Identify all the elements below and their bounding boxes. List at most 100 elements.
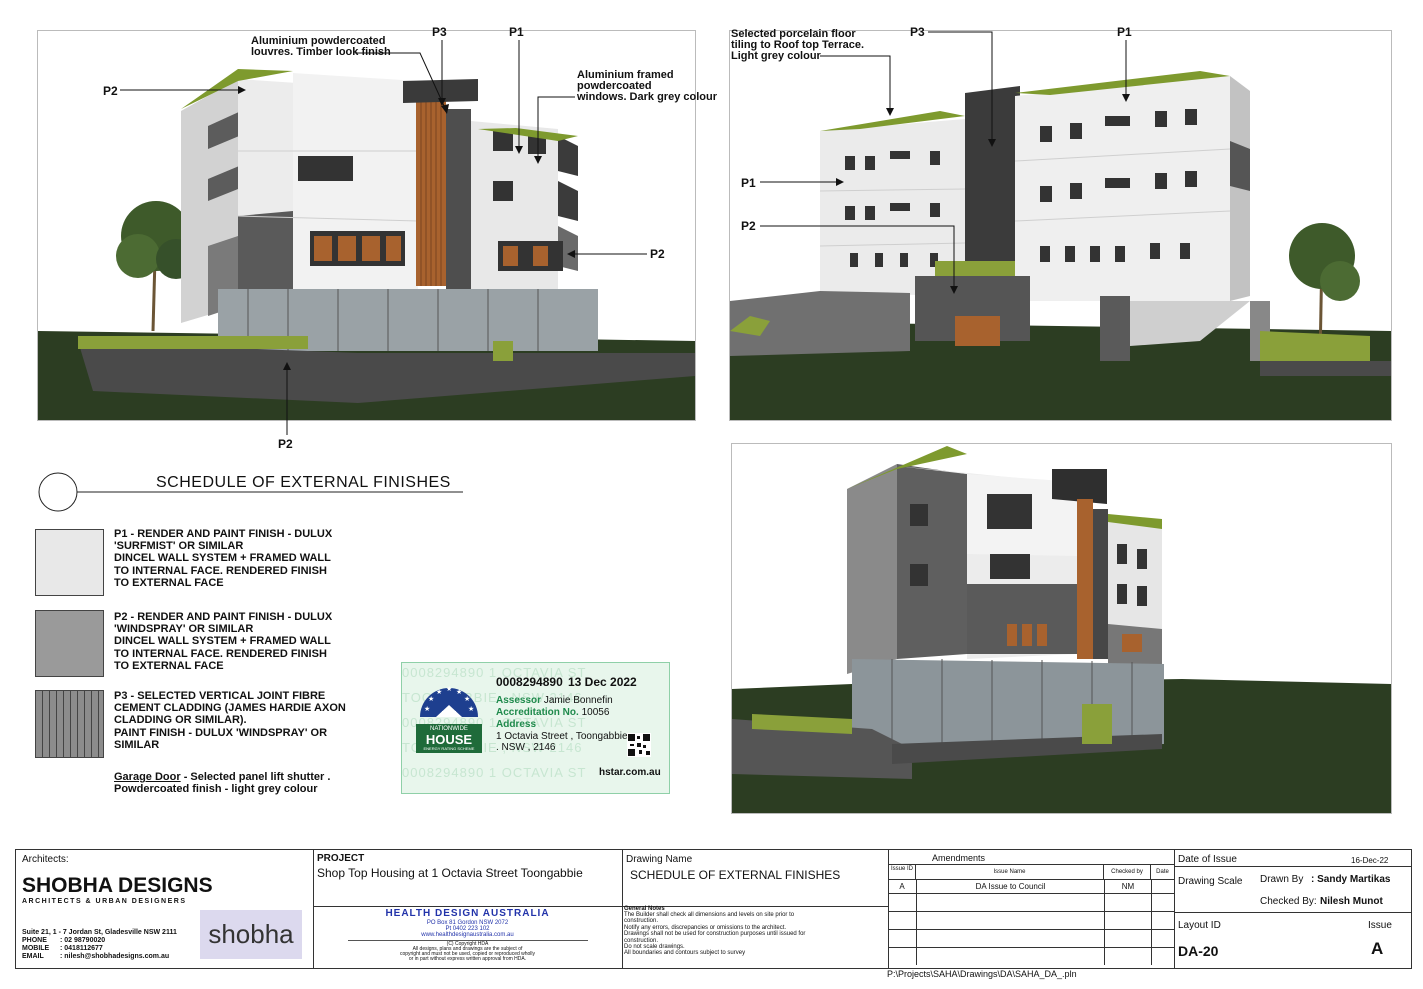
schedule-title: SCHEDULE OF EXTERNAL FINISHES: [156, 474, 451, 491]
leader-line: [355, 52, 449, 114]
finish-p1: P1 - RENDER AND PAINT FINISH - DULUX 'SU…: [114, 528, 333, 589]
callout-louvres-2: louvres. Timber look finish: [251, 46, 391, 58]
callout-p2-bottom: P2: [278, 437, 293, 451]
qr-code-icon: [627, 733, 651, 757]
leader-line: [120, 86, 246, 94]
assessor-name: Jamie Bonnefin: [543, 695, 613, 706]
checked-by: Nilesh Munot: [1320, 896, 1383, 907]
drawing-scale-label: Drawing Scale: [1178, 876, 1243, 887]
callout-p1-rear-top: P1: [1117, 25, 1132, 39]
svg-text:★: ★: [464, 695, 470, 703]
swatch-p3: [35, 690, 104, 758]
callout-p1-rear-left: P1: [741, 176, 756, 190]
perspective-view-corner: [731, 443, 1392, 814]
callout-p1-front: P1: [509, 25, 524, 39]
callout-p3-front: P3: [432, 25, 447, 39]
callout-p2-rear: P2: [741, 219, 756, 233]
building-render-front: [38, 31, 695, 420]
drawing-name: SCHEDULE OF EXTERNAL FINISHES: [630, 868, 841, 882]
leader-line: [820, 55, 894, 116]
address-label: Address: [496, 719, 537, 730]
consultant-name: HEALTH DESIGN AUSTRALIA: [385, 908, 550, 919]
leader-line: [515, 40, 523, 154]
firm-name: SHOBHA DESIGNS: [22, 874, 213, 897]
general-notes: The Builder shall check all dimensions a…: [624, 912, 806, 957]
callout-louvres-1: Aluminium powdercoated: [251, 35, 386, 47]
accreditation-number: 10056: [581, 707, 610, 718]
garage-door-label: Garage Door: [114, 771, 181, 783]
drawn-by-label: Drawn By: [1260, 874, 1304, 885]
finish-p2: P2 - RENDER AND PAINT FINISH - DULUX 'WI…: [114, 611, 333, 672]
leader-line: [760, 225, 958, 294]
leader-line: [438, 40, 446, 106]
leader-line: [928, 31, 996, 147]
address-line-1: 1 Octavia Street , Toongabbie: [496, 731, 628, 742]
callout-windows-3: windows. Dark grey colour: [577, 91, 717, 103]
svg-text:★: ★: [456, 688, 462, 696]
address-line-2: . NSW , 2146: [496, 742, 556, 753]
firm-tagline: ARCHITECTS & URBAN DESIGNERS: [22, 898, 187, 905]
title-block: Architects: SHOBHA DESIGNS ARCHITECTS & …: [15, 849, 1412, 969]
leader-line: [567, 250, 647, 258]
amend-header-id: Issue ID: [888, 865, 916, 879]
firm-email: EMAIL: nilesh@shobhadesigns.com.au: [22, 953, 170, 960]
amendments-label: Amendments: [932, 853, 986, 863]
amend-header-name: Issue Name: [916, 865, 1104, 879]
leader-line: [760, 178, 844, 186]
leader-line: [1122, 40, 1130, 102]
svg-text:★: ★: [428, 695, 434, 703]
callout-tiling-3: Light grey colour: [731, 50, 821, 62]
firm-address: Suite 21, 1 - 7 Jordan St, Gladesville N…: [22, 929, 177, 936]
accreditation-label: Accreditation No.: [496, 707, 579, 718]
general-notes-label: General Notes: [624, 906, 665, 912]
callout-windows-1: Aluminium framed: [577, 69, 674, 81]
drawn-by: : Sandy Martikas: [1311, 874, 1391, 885]
leader-line: [534, 96, 575, 164]
building-render-corner: [732, 444, 1391, 813]
nationwide-house-logo: ★★★ ★★★★ NATIONWIDE HOUSE ENERGY RATING …: [416, 677, 482, 753]
amendments-cell: Amendments Issue ID Issue Name Checked b…: [888, 850, 1175, 968]
certificate-date: 13 Dec 2022: [568, 675, 637, 689]
energy-certificate: 0008294890 1 OCTAVIA ST TOONGABBIE , NSW…: [401, 662, 670, 794]
drawing-name-label: Drawing Name: [626, 854, 693, 865]
amend-row: A DA Issue to Council NM: [888, 880, 1174, 894]
callout-windows-2: powdercoated: [577, 80, 652, 92]
drawing-name-cell: Drawing Name SCHEDULE OF EXTERNAL FINISH…: [622, 850, 889, 968]
date-of-issue-label: Date of Issue: [1178, 854, 1237, 865]
certificate-number: 0008294890: [496, 675, 563, 689]
leader-line: [283, 362, 291, 435]
callout-tiling-2: tiling to Roof top Terrace.: [731, 39, 865, 51]
layout-id: DA-20: [1178, 943, 1219, 959]
building-render-rear: [730, 31, 1391, 420]
firm-phone: PHONE: 02 98790020: [22, 937, 106, 944]
callout-p3-rear: P3: [910, 25, 925, 39]
stars-arc-icon: ★★★ ★★★★: [420, 685, 478, 717]
swatch-p2: [35, 610, 104, 677]
project-cell: PROJECT Shop Top Housing at 1 Octavia St…: [313, 850, 623, 968]
finish-p3: P3 - SELECTED VERTICAL JOINT FIBRE CEMEN…: [114, 690, 346, 751]
amend-header-checked: Checked by: [1104, 865, 1151, 879]
svg-text:★: ★: [468, 705, 474, 713]
amendments-table: Issue ID Issue Name Checked by Date A DA…: [888, 864, 1174, 965]
project-label: PROJECT: [317, 853, 365, 864]
callout-p2-right: P2: [650, 247, 665, 261]
svg-text:★: ★: [446, 685, 452, 693]
assessor-label: Assessor: [496, 695, 542, 706]
garage-door-note: Garage Door - Selected panel lift shutte…: [114, 771, 331, 796]
issue-label: Issue: [1368, 920, 1392, 931]
svg-text:★: ★: [424, 705, 430, 713]
issue-info-cell: Date of Issue 16-Dec-22 Drawing Scale Dr…: [1174, 850, 1411, 968]
date-of-issue: 16-Dec-22: [1351, 856, 1389, 865]
file-path: P:\Projects\SAHA\Drawings\DA\SAHA_DA_.pl…: [887, 969, 1077, 979]
layout-id-label: Layout ID: [1178, 920, 1221, 931]
architects-cell: Architects: SHOBHA DESIGNS ARCHITECTS & …: [16, 850, 314, 968]
project-name: Shop Top Housing at 1 Octavia Street Too…: [317, 866, 583, 880]
perspective-view-front: [37, 30, 696, 421]
issue-value: A: [1371, 939, 1384, 958]
firm-mobile: MOBILE: 0418112677: [22, 945, 103, 952]
amend-header-date: Date: [1156, 869, 1169, 875]
svg-text:★: ★: [436, 688, 442, 696]
callout-p2-top-left: P2: [103, 84, 118, 98]
shobha-logo: shobha: [200, 910, 302, 959]
callout-tiling-1: Selected porcelain floor: [731, 28, 856, 40]
